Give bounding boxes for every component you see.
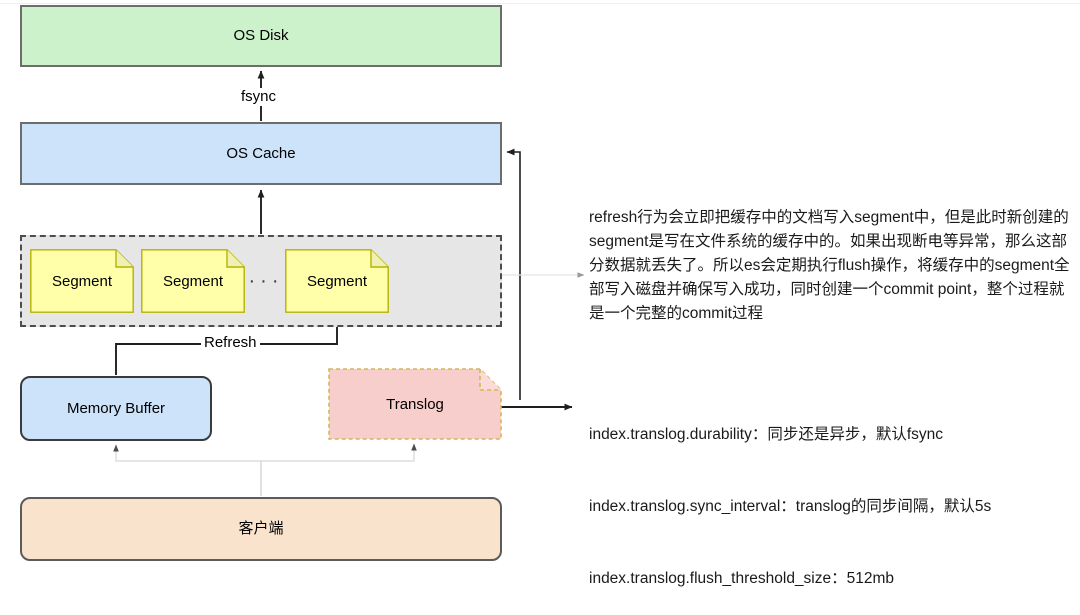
os-disk-box[interactable]: OS Disk [20,5,502,67]
segment-note-1[interactable]: Segment [30,249,134,313]
translog-note[interactable]: Translog [328,368,502,440]
edge-client-to-translog [260,443,417,496]
note-shape-icon [328,368,502,440]
segment-label: Segment [162,272,224,290]
translog-label: Translog [386,395,444,413]
setting-flush-threshold-size: index.translog.flush_threshold_size：512m… [589,570,895,587]
memory-buffer-box[interactable]: Memory Buffer [20,376,212,441]
client-label: 客户端 [238,520,284,537]
refresh-edge-label: Refresh [201,334,260,352]
note-shape-icon [285,249,389,313]
segment-note-3[interactable]: Segment [285,249,389,313]
segment-label: Segment [306,272,368,290]
translog-settings-list: index.translog.durability：同步还是异步，默认fsync… [589,375,1071,615]
segment-note-2[interactable]: Segment [141,249,245,313]
fsync-edge-label: fsync [238,88,280,106]
client-box[interactable]: 客户端 [20,497,502,561]
edge-translog-to-cache [506,148,521,400]
segment-label: Segment [51,272,113,290]
os-cache-label: OS Cache [226,144,296,162]
setting-durability: index.translog.durability：同步还是异步，默认fsync [589,426,944,443]
os-cache-box[interactable]: OS Cache [20,122,502,185]
os-disk-label: OS Disk [233,27,289,44]
setting-sync-interval: index.translog.sync_interval：translog的同步… [589,498,992,515]
note-shape-icon [141,249,245,313]
diagram-connectors [0,3,1080,496]
edge-client-to-memory-buffer [113,444,262,496]
segment-ellipsis: ··· [248,270,284,292]
memory-buffer-label: Memory Buffer [66,399,166,417]
refresh-annotation-text: refresh行为会立即把缓存中的文档写入segment中，但是此时新创建的se… [589,209,1070,322]
note-shape-icon [30,249,134,313]
